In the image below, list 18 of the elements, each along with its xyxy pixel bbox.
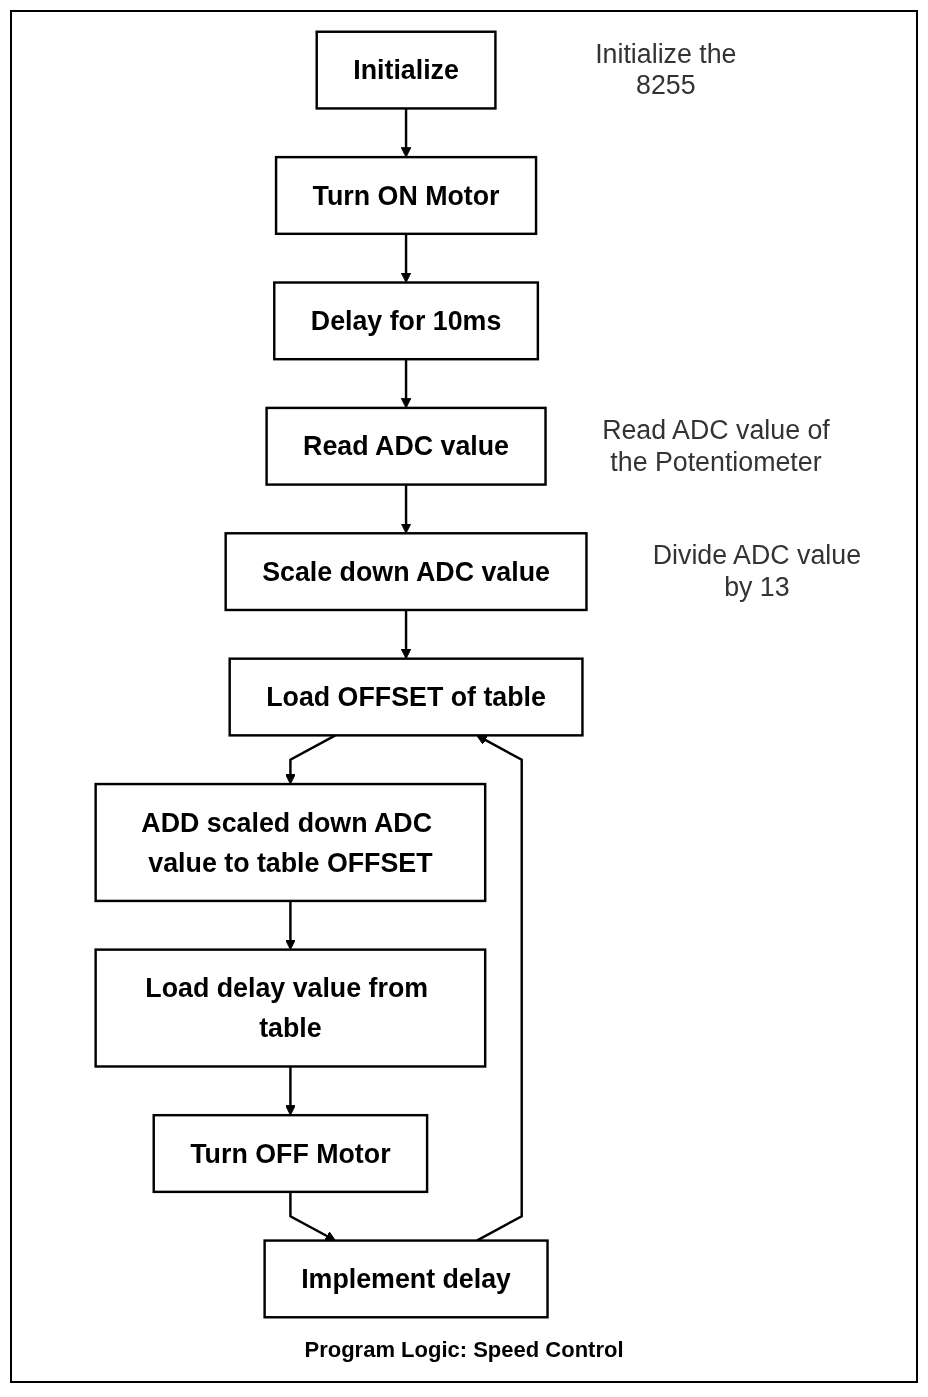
diagram-caption: Program Logic: Speed Control bbox=[304, 1337, 624, 1363]
node-box: ADD scaled down ADC value to table OFFSET bbox=[94, 782, 487, 903]
side-note: Initialize the 8255 bbox=[595, 38, 737, 101]
arrow bbox=[400, 233, 412, 283]
node-box: Read ADC value bbox=[265, 406, 547, 486]
side-note: Read ADC value of the Potentiometer bbox=[602, 414, 830, 477]
node-box: Initialize bbox=[315, 30, 497, 110]
side-note: Divide ADC value by 13 bbox=[652, 540, 862, 602]
node-box: Load delay value from table bbox=[94, 948, 487, 1068]
node-box: Load OFFSET of table bbox=[228, 657, 584, 737]
node-box: Implement delay bbox=[263, 1239, 549, 1319]
arrow bbox=[400, 108, 412, 158]
node-box: Turn OFF Motor bbox=[152, 1113, 429, 1194]
arrow bbox=[285, 1066, 296, 1116]
node-box: Scale down ADC value bbox=[224, 532, 588, 612]
arrow bbox=[400, 484, 412, 534]
node-box: Delay for 10ms bbox=[273, 281, 540, 361]
node-box: Turn ON Motor bbox=[274, 155, 538, 236]
